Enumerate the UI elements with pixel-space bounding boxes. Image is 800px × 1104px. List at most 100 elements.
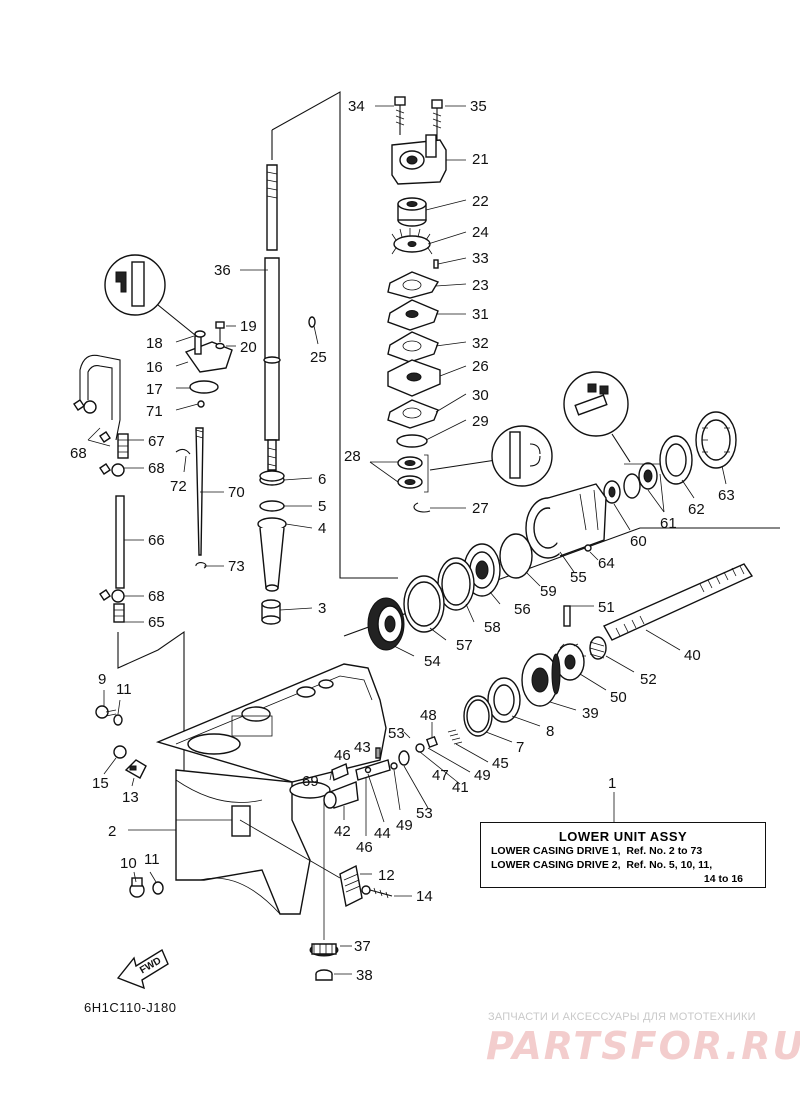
parts-legend-box: LOWER UNIT ASSY LOWER CASING DRIVE 1, Re…	[480, 822, 766, 888]
plate-31	[387, 299, 439, 331]
callout-15: 15	[92, 775, 109, 792]
callout-3: 3	[318, 600, 326, 617]
washer-20	[215, 342, 225, 350]
callout-24: 24	[472, 224, 489, 241]
callout-8: 8	[546, 723, 554, 740]
o-ring-71	[197, 400, 205, 408]
callout-21: 21	[472, 151, 489, 168]
callout-68-top: 68	[70, 445, 87, 462]
callout-27: 27	[472, 500, 489, 517]
callout-61: 61	[660, 515, 677, 532]
gasket-23	[387, 271, 440, 299]
callout-66: 66	[148, 532, 165, 549]
callout-25: 25	[310, 349, 327, 366]
watermark-tagline: ЗАПЧАСТИ И АКСЕССУАРЫ ДЛЯ МОТОТЕХНИКИ	[488, 1011, 756, 1023]
nut-38	[315, 969, 333, 981]
callout-11-upper: 11	[116, 681, 132, 698]
callout-29: 29	[472, 413, 489, 430]
callout-50: 50	[610, 689, 627, 706]
gasket-32	[387, 331, 439, 363]
clip-72	[175, 448, 191, 455]
ring-nut-63	[695, 411, 737, 469]
hose-assembly	[79, 354, 121, 441]
callout-60: 60	[630, 533, 647, 550]
drive-shaft-36	[263, 164, 281, 471]
fitting-65	[113, 603, 125, 623]
gasket-30	[387, 399, 439, 429]
callout-1: 1	[608, 775, 616, 792]
clamp-68-middle	[99, 463, 125, 477]
pump-housing-21	[391, 134, 447, 185]
callout-34: 34	[348, 98, 365, 115]
washer-11-lower	[152, 881, 164, 895]
callout-32: 32	[472, 335, 489, 352]
callout-73: 73	[228, 558, 245, 575]
legend-line-2: LOWER CASING DRIVE 2, Ref. No. 5, 10, 11…	[491, 859, 713, 871]
legend-title: LOWER UNIT ASSY	[558, 829, 688, 844]
shift-cam-16	[184, 335, 233, 373]
callout-39: 39	[582, 705, 599, 722]
bolt-35	[431, 99, 443, 140]
callout-19: 19	[240, 318, 257, 335]
upper-group-outline	[117, 630, 185, 780]
clamp-68-lower	[99, 589, 125, 603]
callout-45: 45	[492, 755, 509, 772]
washer-5	[259, 500, 285, 512]
callout-7: 7	[516, 739, 524, 756]
cooling-pipe-66	[115, 495, 125, 589]
callout-5: 5	[318, 498, 326, 515]
clip-73	[195, 562, 207, 569]
callout-58: 58	[484, 619, 501, 636]
key-33	[433, 259, 439, 269]
drawing-code: 6H1C110-J180	[84, 1000, 177, 1015]
o-ring-64	[584, 544, 592, 552]
callout-38: 38	[356, 967, 373, 984]
pin-25	[308, 316, 316, 328]
shift-rod-70	[195, 427, 204, 556]
callout-26: 26	[472, 358, 489, 375]
shim-58	[437, 557, 475, 611]
bolt-34	[394, 96, 406, 135]
callout-36: 36	[214, 262, 231, 279]
o-ring-29	[396, 434, 428, 448]
callout-59: 59	[540, 583, 557, 600]
sleeve-4	[257, 517, 287, 592]
watermark-logo: PARTSFOR.RU	[486, 1024, 800, 1068]
callout-41: 41	[452, 779, 469, 796]
callout-68-low: 68	[148, 588, 165, 605]
washer-11-upper	[113, 714, 123, 726]
callout-46-upper: 46	[334, 747, 351, 764]
callout-23: 23	[472, 277, 489, 294]
callout-2: 2	[108, 823, 116, 840]
callout-18: 18	[146, 335, 163, 352]
spring-45	[447, 729, 463, 745]
callout-65: 65	[148, 614, 165, 631]
callout-64: 64	[598, 555, 615, 572]
callout-40: 40	[684, 647, 701, 664]
callout-53-lower: 53	[416, 805, 433, 822]
callout-63: 63	[718, 487, 735, 504]
bolt-14	[361, 885, 393, 899]
callout-12: 12	[378, 867, 395, 884]
lower-casing-2	[155, 663, 387, 915]
insert-cartridge-22	[397, 197, 427, 227]
trim-tab-12	[339, 864, 363, 908]
callout-22: 22	[472, 193, 489, 210]
leader-lines	[87, 105, 727, 975]
water-pump-group	[387, 96, 447, 513]
callout-30: 30	[472, 387, 489, 404]
callout-35: 35	[470, 98, 487, 115]
detail-bearing-orientation	[429, 425, 553, 487]
callout-55: 55	[570, 569, 587, 586]
needle-bearing-60	[603, 480, 621, 504]
nut-15	[113, 745, 127, 759]
screw-9	[95, 705, 117, 719]
pinion-37	[309, 943, 339, 957]
callout-54: 54	[424, 653, 441, 670]
callout-67: 67	[148, 433, 165, 450]
callout-51: 51	[598, 599, 615, 616]
callout-14: 14	[416, 888, 433, 905]
callout-9: 9	[98, 671, 106, 688]
o-ring-59	[499, 533, 533, 579]
